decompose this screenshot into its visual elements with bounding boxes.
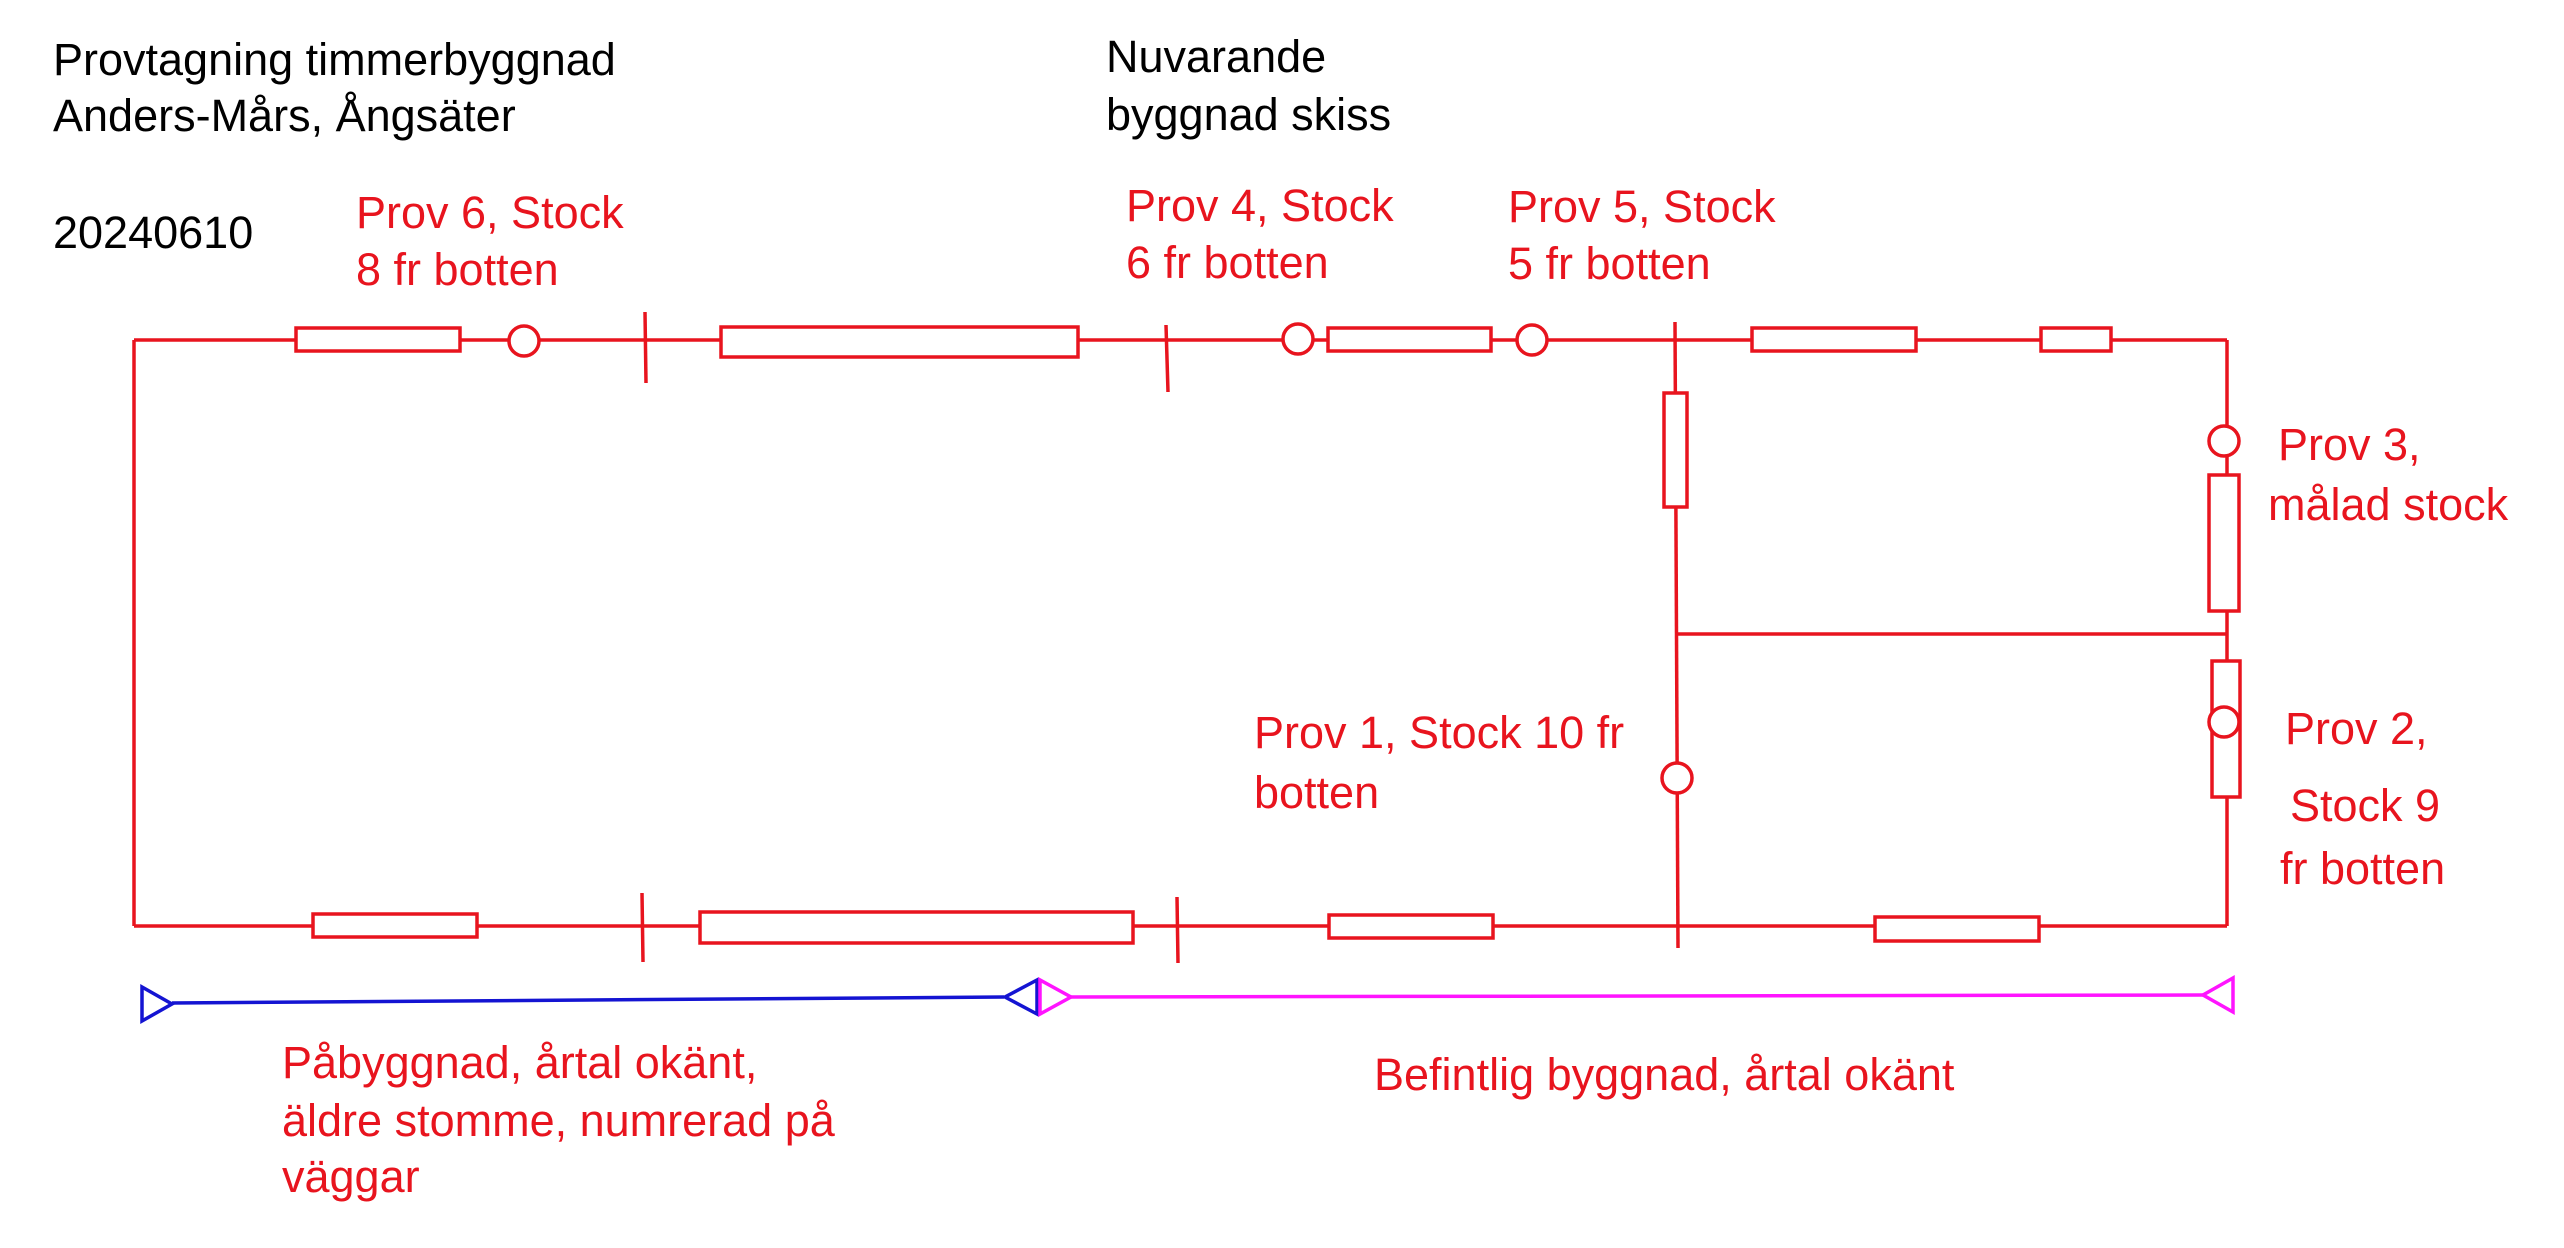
- sample-3-label-line-2: målad stock: [2268, 479, 2509, 530]
- title-line-2: Anders-Mårs, Ångsäter: [53, 90, 516, 141]
- sample-3-label-line-1: Prov 3,: [2278, 419, 2421, 470]
- header: Provtagning timmerbyggnad Anders-Mårs, Å…: [53, 31, 1391, 258]
- extension-extent-line: [171, 995, 1005, 1005]
- extension-label-line-3: väggar: [282, 1151, 420, 1202]
- sketch-title-line-1: Nuvarande: [1106, 31, 1326, 82]
- sample-1-label-line-1: Prov 1, Stock 10 fr: [1254, 707, 1624, 758]
- window-top-3: [1326, 326, 1493, 353]
- window-bottom-3: [1327, 913, 1495, 940]
- extents: Påbyggnad, årtal okänt, äldre stomme, nu…: [140, 974, 2235, 1202]
- sample-2-label-line-1: Prov 2,: [2285, 703, 2428, 754]
- existing-arrow-left-icon: [1038, 977, 1075, 1017]
- wall-joint-bottom-1: [640, 892, 645, 963]
- extension-arrow-right-icon: [1001, 977, 1039, 1017]
- sample-3-marker: [2207, 424, 2241, 458]
- floor-plan: [132, 311, 2242, 964]
- window-right-1: [2207, 473, 2241, 613]
- sample-5-label-line-1: Prov 5, Stock: [1508, 181, 1776, 232]
- extension-label-line-2: äldre stomme, numrerad på: [282, 1095, 836, 1146]
- sample-1-marker: [1660, 761, 1694, 795]
- window-top-4: [1750, 326, 1918, 353]
- window-top-5: [2039, 326, 2113, 353]
- window-top-2: [719, 325, 1080, 359]
- existing-extent-line: [1070, 993, 2204, 999]
- existing-extent: [1038, 974, 2235, 1017]
- extension-label-line-1: Påbyggnad, årtal okänt,: [282, 1037, 757, 1088]
- window-bottom-1: [311, 912, 479, 939]
- sample-1-label-line-2: botten: [1254, 767, 1379, 818]
- wall-joint-top-1: [643, 311, 648, 384]
- sample-6-marker: [507, 324, 541, 358]
- sample-4-marker: [1281, 322, 1315, 356]
- extension-arrow-left-icon: [140, 983, 176, 1025]
- window-top-1: [294, 326, 462, 353]
- window-bottom-4: [1873, 915, 2041, 943]
- sample-5-label-line-2: 5 fr botten: [1508, 238, 1711, 289]
- existing-arrow-right-icon: [2199, 974, 2235, 1016]
- extension-extent: [140, 977, 1039, 1025]
- sample-2-marker: [2207, 705, 2241, 739]
- sample-labels: Prov 6, Stock 8 fr botten Prov 4, Stock …: [356, 180, 2509, 894]
- sample-4-label-line-2: 6 fr botten: [1126, 237, 1329, 288]
- window-interior-vertical: [1662, 391, 1689, 509]
- title-line-1: Provtagning timmerbyggnad: [53, 34, 616, 85]
- wall-joint-top-2: [1164, 324, 1170, 393]
- sample-6-label-line-2: 8 fr botten: [356, 244, 559, 295]
- sample-6-label-line-1: Prov 6, Stock: [356, 187, 624, 238]
- survey-date: 20240610: [53, 207, 253, 258]
- window-bottom-2: [698, 910, 1135, 945]
- sample-5-marker: [1515, 323, 1549, 357]
- existing-label: Befintlig byggnad, årtal okänt: [1374, 1049, 1955, 1100]
- sample-2-label-line-3: fr botten: [2280, 843, 2445, 894]
- wall-joint-bottom-2: [1175, 896, 1180, 964]
- sample-2-label-line-2: Stock 9: [2290, 780, 2440, 831]
- sketch-title-line-2: byggnad skiss: [1106, 89, 1391, 140]
- sample-4-label-line-1: Prov 4, Stock: [1126, 180, 1394, 231]
